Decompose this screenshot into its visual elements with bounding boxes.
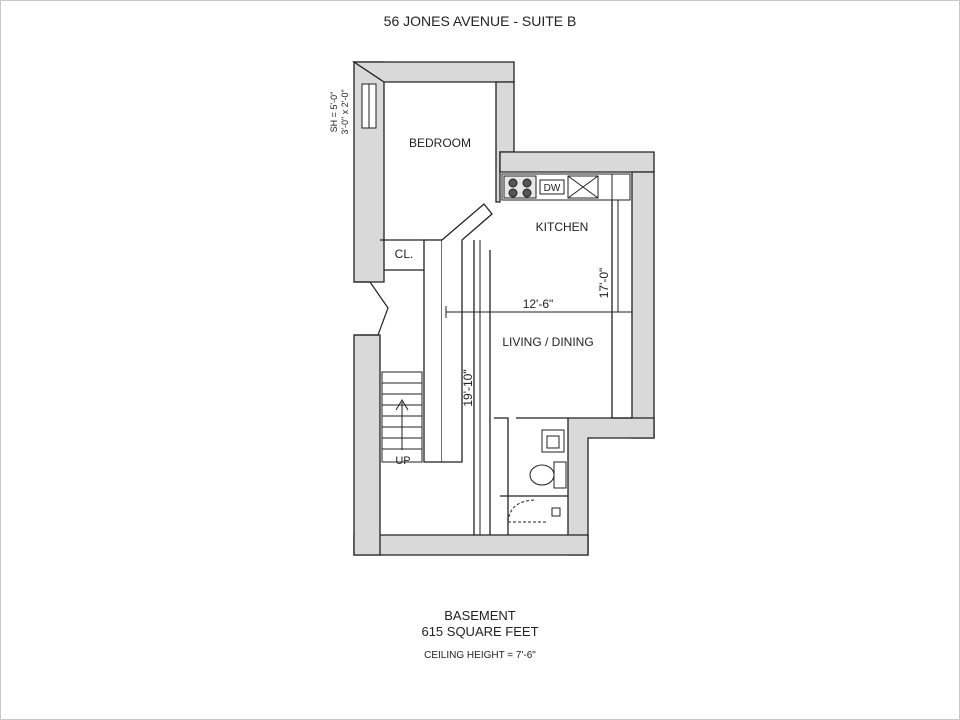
- interior-walls: [380, 200, 632, 535]
- entry-door-leaf: [369, 281, 389, 336]
- kitchen-counter: [501, 173, 631, 201]
- burner-3: [508, 188, 518, 198]
- dishwasher: [539, 179, 565, 195]
- entry-door: [354, 281, 389, 336]
- west-window: [361, 83, 377, 129]
- bath-door-swing: [507, 499, 546, 523]
- east-wall: [631, 171, 655, 439]
- toilet-tank: [553, 461, 567, 489]
- area-label: 615 SQUARE FEET: [421, 624, 539, 639]
- bath-door-jamb: [551, 507, 561, 517]
- stair-partition: [423, 239, 443, 463]
- closet-label: CL.: [395, 247, 414, 261]
- burner-2: [522, 178, 532, 188]
- dimension-lines: [445, 200, 633, 535]
- bath-west-wall: [494, 417, 509, 535]
- kitchen-length-label: 17'-0": [597, 268, 611, 299]
- living-label: LIVING / DINING: [502, 335, 593, 349]
- bathroom-fixtures: [507, 429, 567, 523]
- diagonal-partition: [441, 203, 493, 463]
- width-dimension-label: 12'-6": [523, 297, 554, 311]
- stove: [503, 175, 537, 199]
- north-wall-kitchen: [499, 151, 655, 173]
- window-note-line1: SH = 5'-0": [329, 92, 339, 133]
- stairs: [381, 371, 423, 463]
- level-label: BASEMENT: [444, 608, 516, 623]
- kitchen-label: KITCHEN: [536, 220, 589, 234]
- west-wall-lower: [353, 334, 381, 556]
- window-note-line2: 3'-0" x 2'-0": [340, 89, 350, 134]
- dishwasher-label: DW: [544, 183, 561, 194]
- living-length-label: 19'-10": [461, 369, 475, 406]
- burner-1: [508, 178, 518, 188]
- entry-door-jamb: [354, 281, 378, 336]
- stair-arrow-head: [395, 399, 409, 411]
- stairs-label: UP: [395, 455, 410, 467]
- south-wall: [353, 534, 589, 556]
- toilet-bowl: [529, 464, 555, 486]
- ceiling-height-label: CEILING HEIGHT = 7'-6": [424, 650, 536, 661]
- burner-4: [522, 188, 532, 198]
- bedroom-label: BEDROOM: [409, 136, 471, 150]
- plan-title: 56 JONES AVENUE - SUITE B: [383, 13, 577, 29]
- outer-walls: [351, 61, 655, 556]
- refrigerator: [611, 173, 631, 201]
